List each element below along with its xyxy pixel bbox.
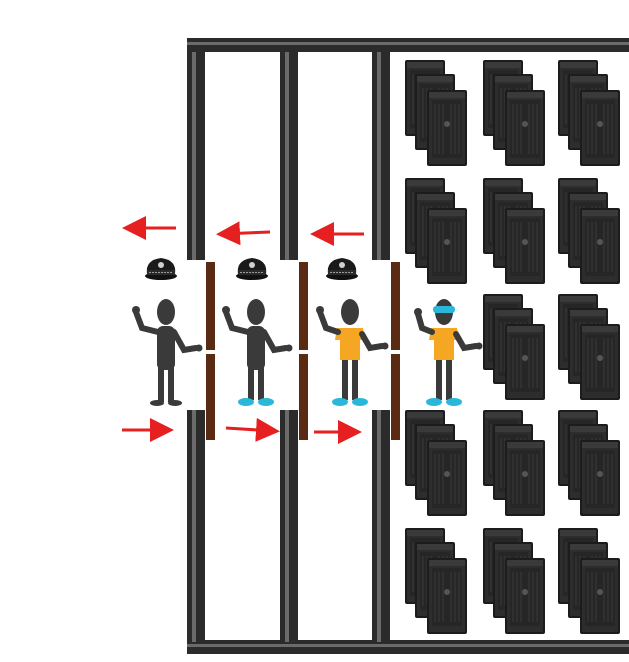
server-icon	[405, 528, 467, 634]
server-icon	[405, 178, 467, 284]
server-row-5	[405, 528, 620, 634]
person-1	[132, 299, 203, 406]
police-caps	[144, 257, 359, 281]
door-3-top	[391, 262, 400, 350]
cap-icon	[235, 257, 269, 281]
server-row-4	[405, 410, 620, 516]
doors	[206, 262, 400, 440]
server-icon	[483, 178, 545, 284]
door-2-bottom	[299, 354, 308, 440]
person-2	[222, 299, 293, 406]
server-icon	[558, 60, 620, 166]
person-3	[316, 299, 389, 406]
arrow-out-2	[216, 221, 271, 246]
server-row-1	[405, 60, 620, 166]
door-2-top	[299, 262, 308, 350]
server-icon	[483, 410, 545, 516]
door-3-bottom	[391, 354, 400, 440]
server-icon	[483, 294, 545, 400]
server-icon	[558, 410, 620, 516]
server-icon	[558, 528, 620, 634]
person-4	[414, 299, 483, 406]
server-icon	[558, 294, 620, 400]
entry-arrows	[122, 417, 362, 444]
post-left	[187, 52, 205, 642]
server-icon	[483, 60, 545, 166]
door-1-top	[206, 262, 215, 350]
post-middle	[280, 52, 298, 642]
exit-arrows	[122, 216, 364, 246]
server-row-2	[405, 178, 620, 284]
post-right	[372, 52, 390, 642]
server-icon	[483, 528, 545, 634]
server-icon	[558, 178, 620, 284]
cap-icon	[325, 257, 359, 281]
server-icon	[405, 410, 467, 516]
server-icon	[405, 60, 467, 166]
door-1-bottom	[206, 354, 215, 440]
cap-icon	[144, 257, 178, 281]
server-row-3	[483, 294, 620, 400]
arrow-in-2	[225, 417, 280, 442]
facility-frame	[187, 38, 629, 654]
